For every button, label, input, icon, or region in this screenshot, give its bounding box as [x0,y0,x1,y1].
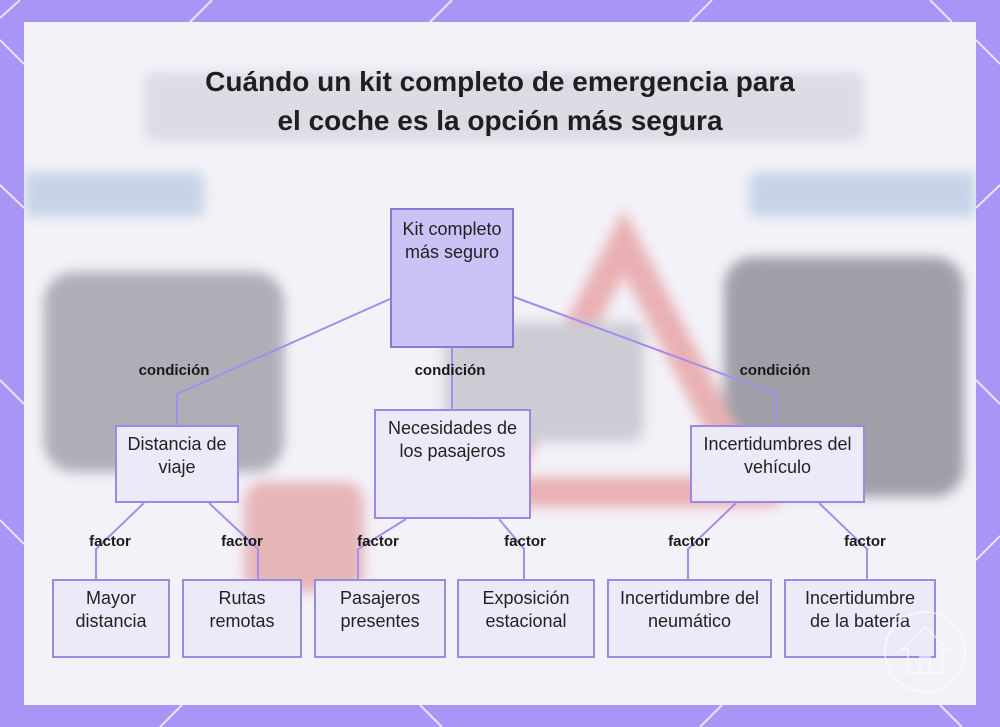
node-incertidumbre-bateria: Incertidumbre de la batería [784,579,936,658]
edge-label-factor-4: factor [504,533,546,550]
node-rutas-remotas-label: Rutas remotas [209,588,275,631]
node-pasajeros-presentes-label: Pasajeros presentes [339,588,421,631]
node-root-label: Kit completo más seguro [402,219,502,262]
node-incertidumbre-neumatico-label: Incertidumbre del neumático [619,588,760,631]
edge-label-condition-right: condición [739,362,811,379]
node-necesidades-pasajeros: Necesidades de los pasajeros [374,409,531,519]
node-rutas-remotas: Rutas remotas [182,579,302,658]
node-exposicion-estacional-label: Exposición estacional [482,588,570,631]
node-pasajeros-presentes: Pasajeros presentes [314,579,446,658]
edge-label-factor-5: factor [668,533,710,550]
diagram-title: Cuándo un kit completo de emergencia par… [205,66,795,136]
node-incertidumbres-vehiculo: Incertidumbres del vehículo [690,425,865,503]
edge-label-factor-2: factor [221,533,263,550]
house-logo-icon [884,611,966,693]
edge-label-factor-6: factor [844,533,886,550]
edge-label-factor-1: factor [89,533,131,550]
edge-label-condition-left: condición [138,362,210,379]
node-distancia-de-viaje-label: Distancia de viaje [127,434,227,477]
edge-label-condition-center: condición [414,362,486,379]
node-incertidumbre-neumatico: Incertidumbre del neumático [607,579,772,658]
node-root: Kit completo más seguro [390,208,514,348]
node-necesidades-pasajeros-label: Necesidades de los pasajeros [387,418,518,461]
node-incertidumbres-vehiculo-label: Incertidumbres del vehículo [703,434,852,477]
node-mayor-distancia: Mayor distancia [52,579,170,658]
node-distancia-de-viaje: Distancia de viaje [115,425,239,503]
diagram-card: Cuándo un kit completo de emergencia par… [24,22,976,705]
edge-label-factor-3: factor [357,533,399,550]
node-incertidumbre-bateria-label: Incertidumbre de la batería [804,588,916,631]
node-exposicion-estacional: Exposición estacional [457,579,595,658]
connector-lines [95,296,868,579]
node-mayor-distancia-label: Mayor distancia [75,588,147,631]
